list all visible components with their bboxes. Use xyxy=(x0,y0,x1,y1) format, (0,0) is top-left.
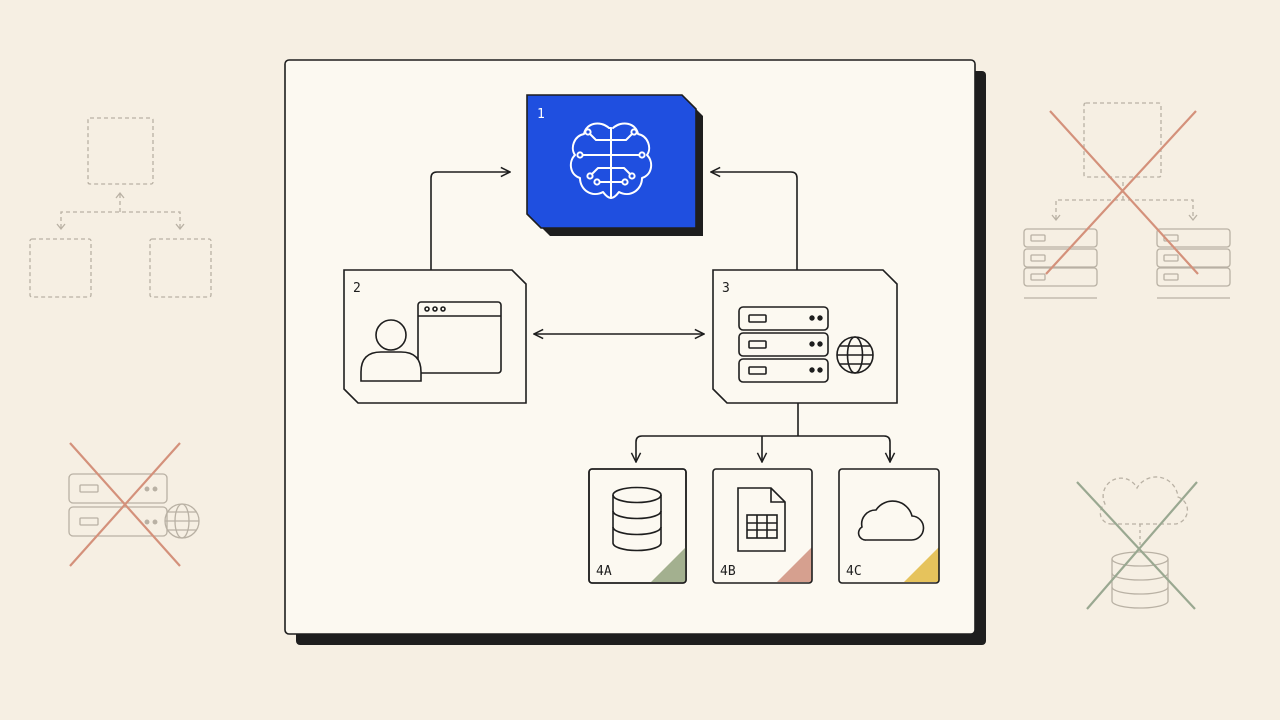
node-3-card xyxy=(712,269,898,404)
node-3-label: 3 xyxy=(722,281,730,296)
crossed-server-globe-icon xyxy=(68,442,200,567)
user-browser-icon xyxy=(360,301,502,382)
server-globe-icon xyxy=(738,306,874,383)
node-4b-corner xyxy=(777,547,812,582)
node-2-card xyxy=(343,269,527,404)
node-4c-card xyxy=(839,469,939,583)
connectors xyxy=(430,172,891,462)
spreadsheet-file-icon xyxy=(737,487,786,552)
node-4b-label: 4B xyxy=(720,564,736,579)
arrow-2-to-1 xyxy=(430,172,510,270)
node-3-server: 3 xyxy=(712,269,898,404)
node-4c-corner xyxy=(904,547,939,582)
database-icon xyxy=(612,486,662,552)
node-4b-spreadsheet: 4B xyxy=(712,468,813,584)
node-4a-label: 4A xyxy=(596,564,612,579)
node-4c-label: 4C xyxy=(846,564,862,579)
node-4c-cloud: 4C xyxy=(838,468,940,584)
dashed-hierarchy-icon xyxy=(29,117,212,298)
arrow-3-to-1 xyxy=(711,172,798,270)
cloud-icon xyxy=(857,500,925,541)
node-2-client: 2 xyxy=(343,269,527,404)
node-1-ai-model: 1 xyxy=(526,94,703,236)
crossed-server-hierarchy-icon xyxy=(1023,102,1231,299)
node-1-label: 1 xyxy=(537,107,545,122)
brain-circuit-icon xyxy=(569,122,653,199)
dashed-hierarchy-arrowheads xyxy=(56,191,185,231)
node-4a-database: 4A xyxy=(588,468,687,584)
crossed-cloud-database-icon xyxy=(1076,476,1198,610)
node-4a-corner xyxy=(651,547,686,582)
node-2-label: 2 xyxy=(353,281,361,296)
branch-bar xyxy=(642,435,891,462)
